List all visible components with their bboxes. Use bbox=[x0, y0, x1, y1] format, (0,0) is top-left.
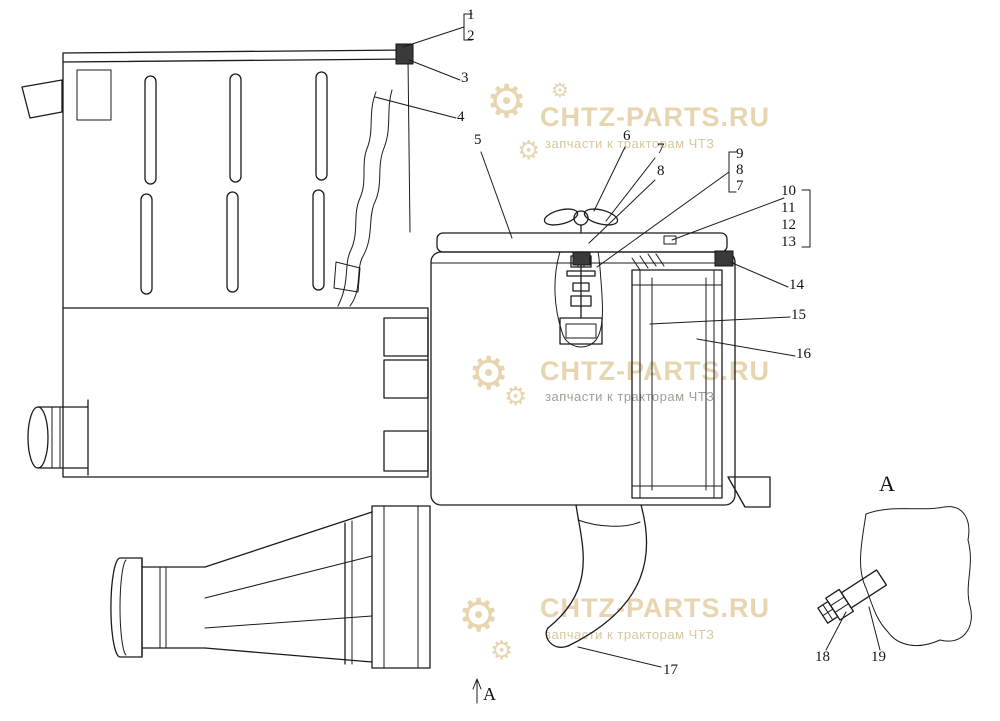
leader-lines bbox=[374, 13, 881, 704]
section-marker-label: A bbox=[483, 684, 496, 704]
panel-slot bbox=[315, 71, 328, 181]
lid-clamp bbox=[572, 251, 591, 266]
callout-7: 7 bbox=[657, 141, 665, 157]
bracket-10-13 bbox=[801, 189, 811, 248]
callout-17: 17 bbox=[663, 662, 678, 678]
section-arrow-head bbox=[472, 678, 482, 690]
callout-5: 5 bbox=[474, 132, 482, 148]
callout-3: 3 bbox=[461, 70, 469, 86]
rod-bracket bbox=[559, 317, 603, 345]
wing-nut bbox=[543, 208, 579, 226]
panel-slot bbox=[226, 191, 239, 293]
panel-slot bbox=[312, 189, 325, 291]
intake-panel bbox=[21, 43, 429, 309]
callout-14: 14 bbox=[789, 277, 804, 293]
detail-view-a bbox=[817, 506, 972, 647]
washer bbox=[566, 270, 596, 277]
callout-2: 2 bbox=[467, 28, 475, 44]
panel-slot bbox=[144, 75, 157, 185]
callout-8b: 8 bbox=[736, 162, 744, 178]
callout-1: 1 bbox=[467, 7, 475, 23]
callout-7b: 7 bbox=[736, 178, 744, 194]
callout-16: 16 bbox=[796, 346, 811, 362]
watermark-title: CHTZ-PARTS.RU bbox=[540, 356, 770, 386]
gear-icon: ⚙ bbox=[551, 78, 569, 102]
callout-15: 15 bbox=[791, 307, 806, 323]
gear-icon: ⚙ bbox=[468, 346, 510, 400]
clamp-bolt bbox=[395, 43, 414, 65]
callout-9: 9 bbox=[736, 146, 744, 162]
panel-slot bbox=[229, 73, 242, 183]
lower-housing bbox=[27, 307, 429, 478]
callout-6: 6 bbox=[623, 128, 631, 144]
callout-11: 11 bbox=[781, 200, 796, 216]
watermark-title: CHTZ-PARTS.RU bbox=[540, 593, 770, 623]
callout-4: 4 bbox=[457, 109, 465, 125]
cyclone-precleaner bbox=[110, 505, 431, 669]
gear-icon: ⚙ bbox=[490, 636, 514, 666]
air-cleaner-canister bbox=[430, 208, 771, 508]
gear-icon: ⚙ bbox=[517, 136, 541, 166]
gear-icon: ⚙ bbox=[486, 74, 528, 128]
gear-icon: ⚙ bbox=[504, 382, 528, 412]
outlet-hose bbox=[545, 504, 648, 648]
callout-10: 10 bbox=[781, 183, 796, 199]
gear-icon: ⚙ bbox=[458, 588, 500, 642]
rod-nut bbox=[570, 295, 592, 307]
watermark-title: CHTZ-PARTS.RU bbox=[540, 102, 770, 132]
watermark-subtitle: запчасти к тракторам ЧТЗ bbox=[545, 627, 715, 642]
panel-slot bbox=[140, 193, 153, 295]
callout-12: 12 bbox=[781, 217, 796, 233]
detail-view-label: A bbox=[879, 471, 895, 496]
wing-nut bbox=[583, 208, 619, 226]
lid-clamp bbox=[714, 250, 734, 267]
callout-13: 13 bbox=[781, 234, 796, 250]
watermark-subtitle: запчасти к тракторам ЧТЗ bbox=[545, 389, 715, 404]
callout-18: 18 bbox=[815, 649, 830, 665]
watermark-subtitle: запчасти к тракторам ЧТЗ bbox=[545, 136, 715, 151]
callout-8: 8 bbox=[657, 163, 665, 179]
filter-element bbox=[631, 269, 723, 499]
drain-valve-fitting bbox=[817, 569, 888, 624]
callout-19: 19 bbox=[871, 649, 886, 665]
